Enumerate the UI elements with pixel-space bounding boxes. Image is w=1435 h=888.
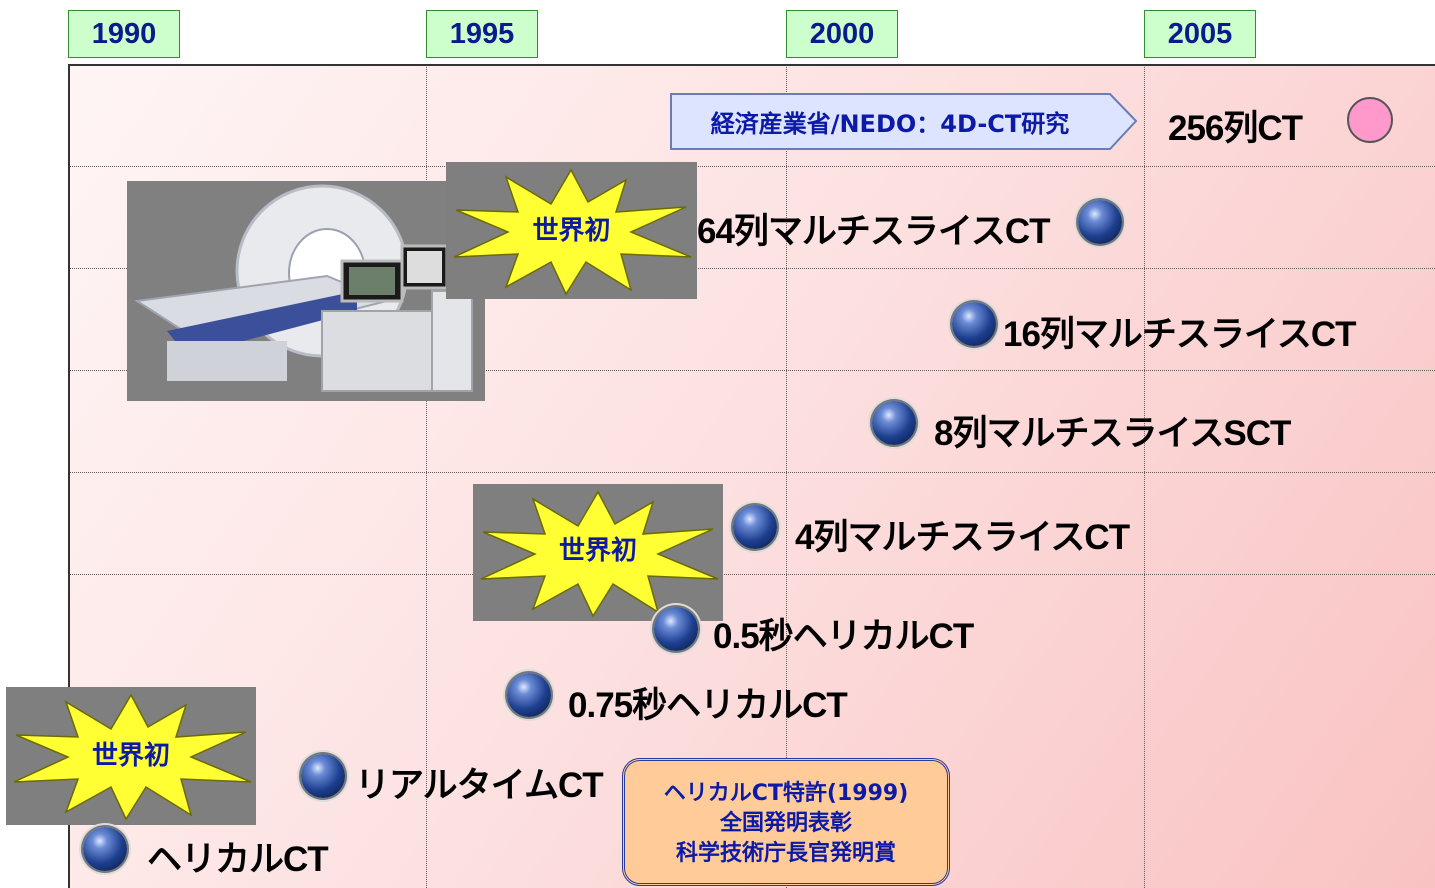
- grid-line: [68, 472, 1435, 473]
- milestone-helical-label: ヘリカルCT: [147, 840, 329, 879]
- world-first-label: 世界初: [558, 536, 637, 566]
- world-first-burst: 世界初: [446, 162, 697, 299]
- milestone-256-label: 256列CT: [1168, 109, 1303, 148]
- blue-sphere-icon: [733, 505, 777, 549]
- milestone-8-label: 8列マルチスライスSCT: [934, 414, 1291, 453]
- milestone-16-label: 16列マルチスライスCT: [1003, 315, 1357, 354]
- patent-line-2: 全国発明表彰: [719, 811, 852, 836]
- chart-border-top: [68, 64, 1435, 66]
- grid-line: [426, 64, 427, 888]
- year-1995: 1995: [426, 10, 538, 58]
- chart-border-left: [68, 64, 70, 888]
- year-2005: 2005: [1144, 10, 1256, 58]
- milestone-0-75-label: 0.75秒ヘリカルCT: [568, 686, 848, 725]
- milestone-realtime-label: リアルタイムCT: [355, 766, 604, 805]
- blue-sphere-icon: [507, 673, 551, 717]
- blue-sphere-icon: [872, 401, 916, 445]
- patent-line-1: ヘリカルCT特許(1999): [663, 781, 909, 806]
- grid-line: [786, 64, 787, 888]
- blue-sphere-icon: [1078, 200, 1122, 244]
- research-arrow-label: 経済産業省/NEDO：4D-CT研究: [710, 109, 1070, 138]
- grid-line: [68, 574, 1435, 575]
- milestone-64-label: 64列マルチスライスCT: [697, 212, 1051, 251]
- blue-sphere-icon: [83, 827, 127, 871]
- arrow-shape-icon: [670, 93, 1138, 150]
- blue-sphere-icon: [654, 607, 698, 651]
- world-first-label: 世界初: [91, 741, 170, 771]
- grid-line: [1144, 64, 1145, 888]
- milestone-4-label: 4列マルチスライスCT: [795, 518, 1130, 557]
- grid-line: [68, 370, 1435, 371]
- patent-award-box: ヘリカルCT特許(1999) 全国発明表彰 科学技術庁長官発明賞: [622, 758, 950, 886]
- blue-sphere-icon: [952, 302, 996, 346]
- milestone-0-5-label: 0.5秒ヘリカルCT: [713, 617, 974, 656]
- world-first-label: 世界初: [532, 216, 611, 246]
- year-2000: 2000: [786, 10, 898, 58]
- year-1990: 1990: [68, 10, 180, 58]
- blue-sphere-icon: [301, 754, 345, 798]
- patent-line-3: 科学技術庁長官発明賞: [675, 841, 896, 866]
- world-first-burst: 世界初: [6, 687, 256, 825]
- research-arrow: 経済産業省/NEDO：4D-CT研究: [670, 93, 1140, 155]
- world-first-burst: 世界初: [473, 484, 723, 621]
- ct-scanner-image: [127, 181, 485, 401]
- grid-line: [68, 268, 1435, 269]
- grid-line: [68, 166, 1435, 167]
- pink-circle-icon: [1347, 97, 1393, 143]
